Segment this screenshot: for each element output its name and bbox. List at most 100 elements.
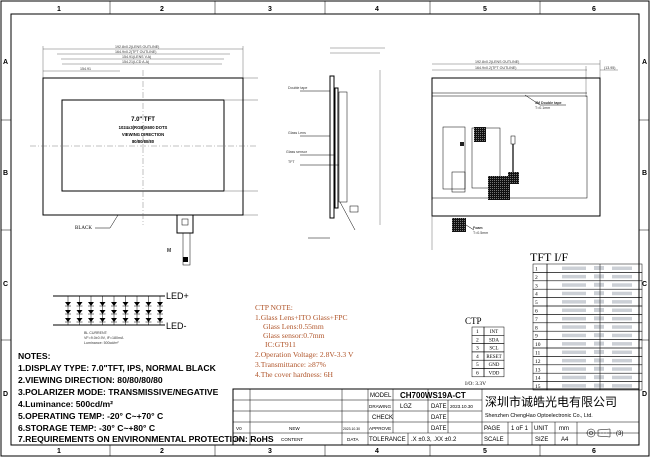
- front-view: 192.8±0.2(LENS OUTLINE) 164.9±0.2(TFT OU…: [30, 45, 258, 266]
- led-minus-label: LED-: [166, 321, 187, 331]
- led-diode-icon: [76, 318, 83, 322]
- note-7: 7.REQUIREMENTS ON ENVIRONMENTAL PROTECTI…: [18, 434, 274, 444]
- zone-col-2-bottom: 2: [160, 448, 164, 455]
- tft-pin-number: 15: [535, 384, 541, 390]
- led-plus-label: LED+: [166, 291, 189, 301]
- pin-marker: M: [167, 248, 171, 254]
- ctp-note-1a: Glass Lens:0.55mm: [263, 322, 324, 331]
- rear-border: [431, 77, 601, 217]
- tft-if-title: TFT I/F: [530, 250, 568, 264]
- zone-col-5: 5: [483, 6, 487, 13]
- ctp-note: CTP NOTE: 1.Glass Lens+ITO Glass+FPC Gla…: [255, 303, 354, 379]
- tft-pin-number: 3: [535, 283, 538, 289]
- page-label: PAGE: [484, 426, 500, 432]
- fpc-tail: [182, 232, 191, 266]
- led-diode-icon: [65, 310, 71, 314]
- rear-view: 192.8±0.2(LENS OUTLINE) 164.9±0.2(TFT OU…: [431, 60, 618, 250]
- data-header: DATA: [347, 437, 360, 442]
- led-diode-icon: [88, 302, 94, 306]
- zone-col-1-bottom: 1: [57, 448, 61, 455]
- zone-row-c: C: [3, 281, 8, 288]
- zone-col-6-bottom: 6: [592, 448, 596, 455]
- tape-thickness: T=0.1mm: [535, 106, 550, 110]
- ctp-pin-number: 6: [476, 371, 479, 377]
- ctp-note-1c: IC:GT911: [265, 340, 296, 349]
- rev-value: V0: [236, 426, 242, 431]
- note-5: 5.OPERATING TEMP: -20° C~+70° C: [18, 411, 163, 421]
- led-diode-icon: [65, 318, 71, 322]
- led-diode-icon: [122, 318, 129, 322]
- tft-pin-number: 1: [535, 267, 538, 273]
- rear-dim-tft-outline: 164.9±0.2(TFT OUTLINE): [475, 66, 516, 70]
- side-label-glass-sensor: Glass sensor: [286, 150, 308, 154]
- ctp-pin-number: 2: [476, 337, 479, 343]
- led-diode-icon: [134, 318, 140, 322]
- scale-label: SCALE: [484, 437, 504, 443]
- zone-col-4: 4: [375, 6, 379, 13]
- led-diode-icon: [88, 310, 94, 314]
- display-size-label: 7.0" TFT: [131, 117, 155, 123]
- ctp-pin-signal: GND: [489, 363, 500, 368]
- title-block: MODEL CH700WS19A-CT DRAWING LGZ DATE 202…: [232, 388, 640, 446]
- ctp-pin-signal: SDA: [489, 338, 499, 343]
- rev-header: REV.: [235, 437, 245, 442]
- led-diode-icon: [145, 318, 152, 322]
- tolerance-value: .X ±0.3, .XX ±0.2: [411, 437, 457, 443]
- led-diode-icon: [111, 302, 117, 306]
- date-label-drawing: DATE: [431, 404, 447, 410]
- tft-pin-number: 4: [535, 292, 538, 298]
- ctp-note-3: 3.Transmittance: ≥87%: [255, 360, 327, 369]
- date-label-check: DATE: [431, 415, 447, 421]
- bl-current-label: BL CURRENT:: [84, 331, 108, 335]
- size-label: SIZE: [535, 437, 548, 443]
- zone-row-b: B: [3, 170, 8, 177]
- company-name-cn: 深圳市诚皓光电有限公司: [485, 394, 617, 409]
- unit-label: UNIT: [534, 426, 548, 432]
- dim-center: 154.91: [80, 67, 91, 71]
- side-label-double-tape: Double tape: [288, 86, 307, 90]
- led-diode-icon: [134, 302, 140, 306]
- note-6: 6.STORAGE TEMP: -30° C~+80° C: [18, 423, 155, 433]
- led-diode-icon: [157, 318, 163, 322]
- zone-row-d: D: [3, 391, 8, 398]
- dim-lens-outline: 192.8±0.2(LENS OUTLINE): [115, 45, 159, 49]
- zone-col-1: 1: [57, 6, 61, 13]
- note-1: 1.DISPLAY TYPE: 7.0"TFT, IPS, NORMAL BLA…: [18, 363, 217, 373]
- approve-label: APPROVE: [369, 426, 391, 431]
- ctp-note-1: 1.Glass Lens+ITO Glass+FPC: [255, 313, 348, 322]
- ctp-pin-number: 4: [476, 354, 479, 360]
- tft-pin-number: 9: [535, 334, 538, 340]
- zone-col-2: 2: [160, 6, 164, 13]
- led-diode-icon: [145, 310, 152, 314]
- led-diode-icon: [111, 318, 117, 322]
- ctp-pin-signal: RESET: [486, 355, 501, 360]
- zone-col-3-bottom: 3: [268, 448, 272, 455]
- company-name-en: Shenzhen ChengHao Optoelectronic Co., Lt…: [485, 413, 593, 419]
- ctp-pin-number: 1: [476, 329, 479, 335]
- note-2: 2.VIEWING DIRECTION: 80/80/80/80: [18, 375, 163, 385]
- notes-title: NOTES:: [18, 351, 51, 361]
- tft-pin-number: 5: [535, 300, 538, 306]
- zone-row-b-right: B: [642, 170, 647, 177]
- zone-col-3: 3: [268, 6, 272, 13]
- drawing-date: 2023.10.30: [450, 404, 473, 409]
- zone-col-5-bottom: 5: [483, 448, 487, 455]
- tft-pin-number: 6: [535, 309, 538, 315]
- ctp-io-voltage: I/O: 3.3V: [465, 381, 486, 387]
- zone-col-6: 6: [592, 6, 596, 13]
- rear-dim-offset: (13.95): [604, 66, 615, 70]
- side-label-tft: TFT: [288, 160, 295, 164]
- rev-content: NEW: [289, 426, 300, 431]
- approve-date: 2023.10.30: [343, 427, 360, 431]
- tft-pin-number: 11: [535, 351, 541, 357]
- note-3: 3.POLARIZER MODE: TRANSMISSIVE/NEGATIVE: [18, 387, 219, 397]
- bl-luminance: Luminance: 500cd/m²: [84, 341, 119, 345]
- led-diode-icon: [122, 302, 129, 306]
- viewing-direction-value: 80/80/80/80: [132, 139, 155, 144]
- dim-tft-outline: 164.9±0.2(TFT OUTLINE): [115, 50, 156, 54]
- ctp-note-title: CTP NOTE:: [255, 303, 293, 312]
- tft-pin-number: 2: [535, 275, 538, 281]
